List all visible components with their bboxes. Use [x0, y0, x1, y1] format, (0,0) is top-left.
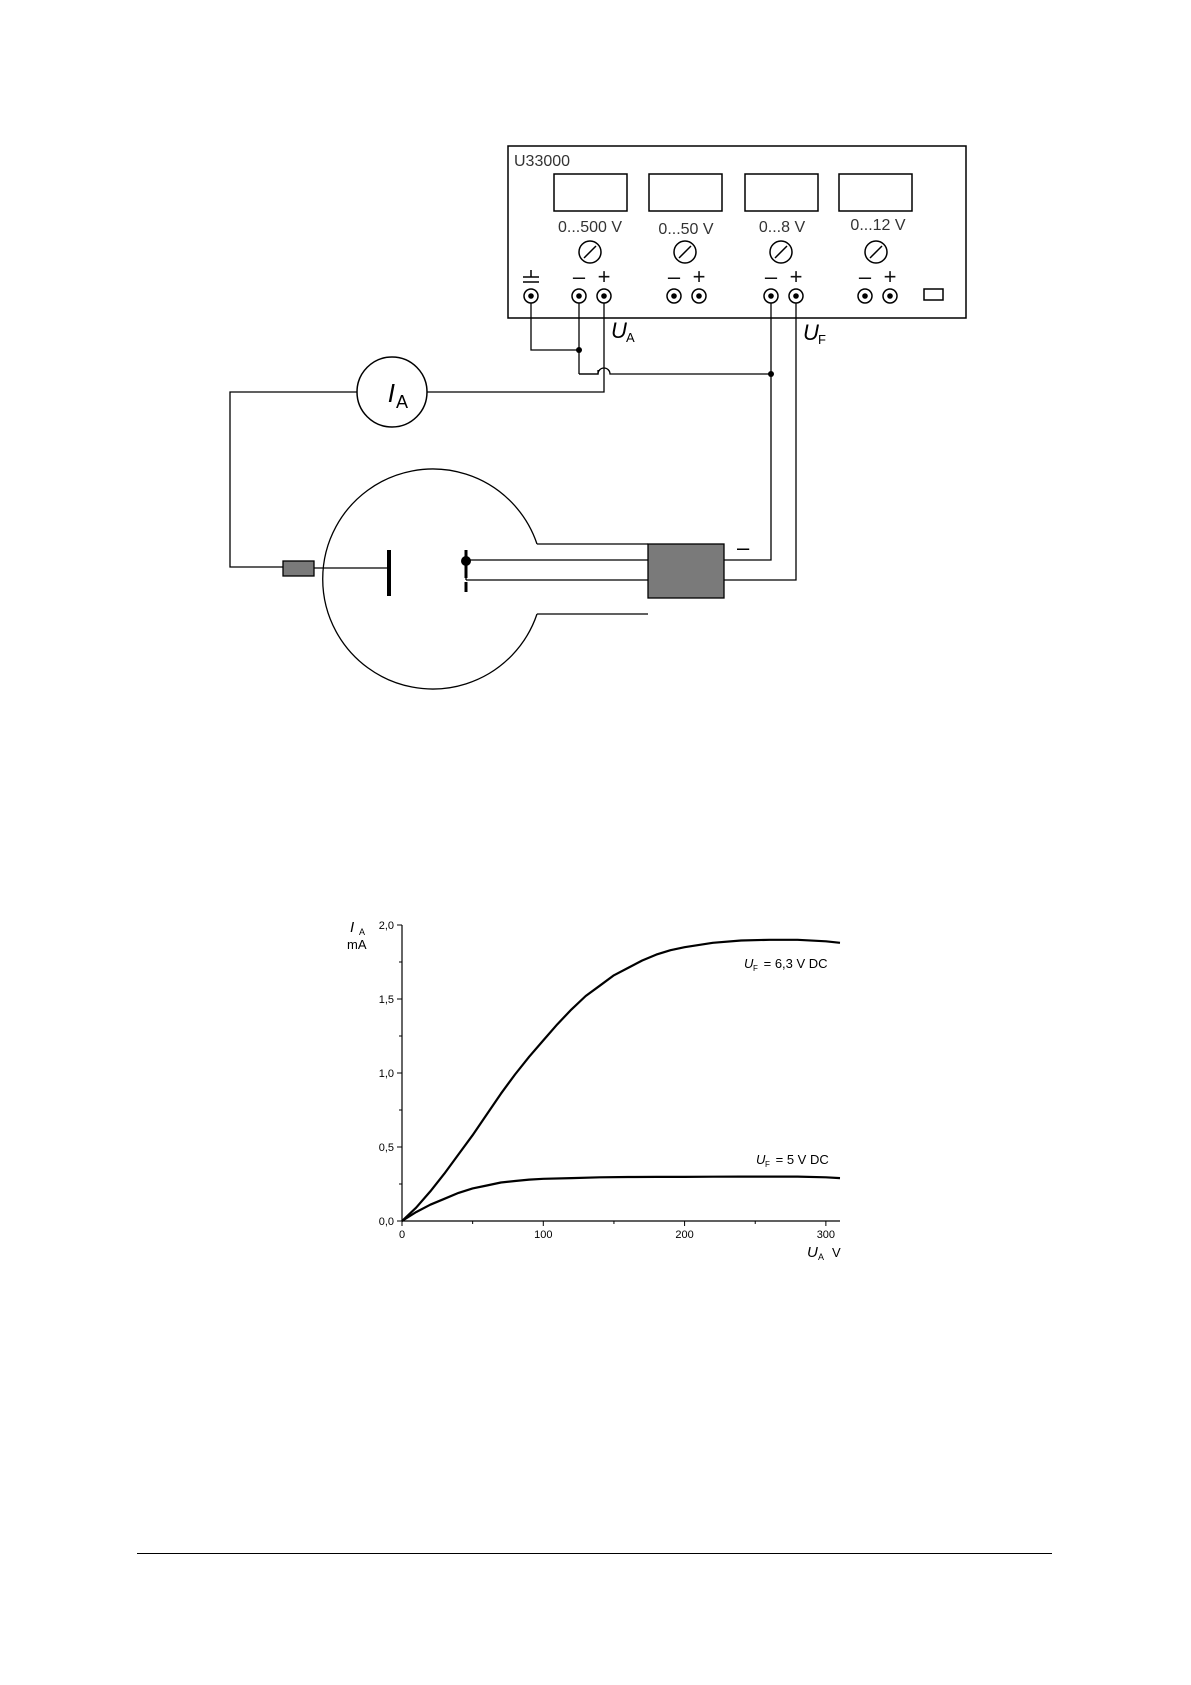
footer-rule: [137, 1553, 1052, 1554]
series-label-text: = 6,3 V DC: [760, 956, 828, 971]
series-label-uf-6-3: U F = 6,3 V DC: [744, 956, 828, 973]
chart-lines: [402, 940, 840, 1221]
y-axis-unit: mA: [347, 937, 367, 952]
x-tick-label: 300: [817, 1229, 835, 1241]
x-tick-label: 0: [399, 1229, 405, 1241]
x-axis-symbol: U: [807, 1244, 818, 1261]
y-tick-label: 1,0: [379, 1068, 394, 1080]
series-line-0: [402, 940, 840, 1221]
y-axis-subscript: A: [359, 927, 365, 937]
series-label-text: = 5 V DC: [772, 1152, 829, 1167]
y-tick-label: 0,5: [379, 1142, 394, 1154]
y-tick-label: 1,5: [379, 994, 394, 1006]
series-label-subscript: F: [765, 1160, 770, 1169]
x-tick-label: 200: [675, 1229, 693, 1241]
y-tick-label: 0,0: [379, 1216, 394, 1228]
y-axis-symbol: I: [350, 919, 354, 936]
series-line-1: [402, 1177, 840, 1221]
y-tick-label: 2,0: [379, 920, 394, 932]
x-axis-unit: V: [832, 1245, 841, 1260]
series-label-subscript: F: [753, 964, 758, 973]
x-tick-label: 100: [534, 1229, 552, 1241]
series-label-uf-5: U F = 5 V DC: [756, 1152, 829, 1169]
x-axis-subscript: A: [818, 1252, 824, 1262]
